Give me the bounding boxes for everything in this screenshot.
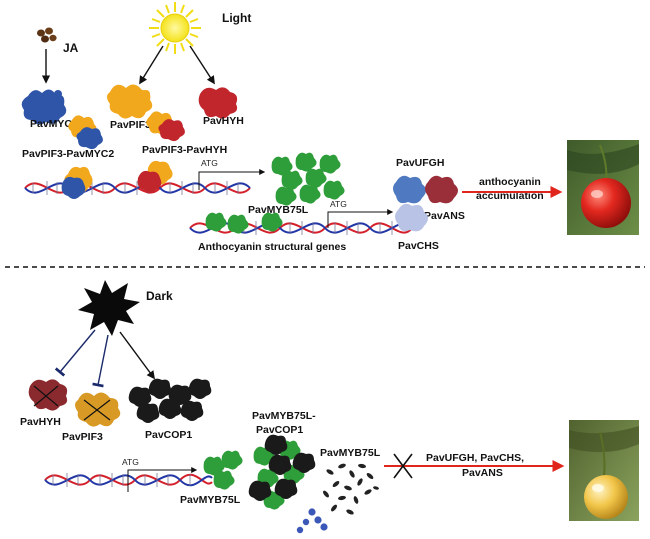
transcription-arrow-2 (327, 209, 394, 228)
myb75l-cop1-complex-icon (248, 434, 316, 510)
chs-protein-icon (395, 203, 428, 232)
myb75l-protein-cluster-bottom (203, 450, 243, 490)
cop1-label: PavCOP1 (145, 429, 192, 441)
myb75l-degraded-label: PavMYB75L (320, 447, 381, 459)
atg-label-bottom: ATG (122, 457, 139, 467)
pif3-hyh-complex-icon (146, 111, 185, 142)
dark-inhibits-pif3 (92, 334, 109, 388)
hyh-protein-icon (198, 87, 238, 119)
blocked-genes-line1: PavUFGH, PavCHS, (426, 452, 524, 464)
complex-label-line1: PavMYB75L- (252, 410, 316, 422)
degraded-myb75l-icon (296, 463, 379, 534)
light-to-hyh-arrow (189, 45, 215, 85)
dark-inhibits-hyh (54, 329, 96, 377)
myc2-label: PavMYC2 (30, 118, 78, 130)
cop1-protein-cluster (128, 378, 212, 423)
hyh-label: PavHYH (203, 115, 244, 127)
light-label: Light (222, 11, 251, 25)
pif3-myc2-complex-icon (68, 115, 103, 150)
dna-helix-top (24, 181, 251, 195)
bound-myc2-pif3-icon (61, 166, 93, 199)
myb75l-label-bottom: PavMYB75L (180, 494, 241, 506)
ufgh-protein-icon (393, 175, 426, 204)
myc2-protein-icon (21, 89, 67, 125)
yellow-cherry-photo (569, 420, 639, 521)
dark-label: Dark (146, 289, 173, 303)
chs-label: PavCHS (398, 240, 439, 252)
atg-label-1: ATG (201, 158, 218, 168)
pif3-label: PavPIF3 (110, 119, 151, 131)
transcription-arrow-1 (198, 169, 266, 190)
dark-icon (78, 280, 140, 336)
dark-activates-cop1 (119, 331, 155, 380)
bound-pif3-hyh-icon (137, 160, 173, 193)
ans-protein-icon (425, 175, 458, 204)
light-to-pif3-arrow (139, 45, 164, 85)
atg-label-2: ATG (330, 199, 347, 209)
hyh-inactive-icon (28, 379, 68, 411)
pif3-hyh-label: PavPIF3-PavHYH (142, 144, 227, 156)
block-cross-icon (393, 453, 413, 479)
pif3-inactive-icon (75, 392, 121, 427)
transcription-arrow-bottom (127, 467, 198, 492)
sun-icon (149, 2, 201, 54)
outcome-line1: anthocyanin (479, 176, 541, 188)
hyh-label-bottom: PavHYH (20, 416, 61, 428)
red-cherry-photo (567, 140, 639, 235)
ufgh-label: PavUFGH (396, 157, 444, 169)
ja-label: JA (63, 41, 79, 55)
dna-helix-bottom (44, 473, 213, 487)
ans-label: PavANS (424, 210, 465, 222)
ja-icon (37, 27, 57, 43)
pif3-myc2-label: PavPIF3-PavMYC2 (22, 148, 114, 160)
pif3-protein-icon (107, 84, 153, 119)
myb75l-label-top: PavMYB75L (248, 204, 309, 216)
blocked-genes-line2: PavANS (462, 467, 503, 479)
structural-genes-label: Anthocyanin structural genes (198, 241, 346, 253)
myb75l-protein-cluster-top (271, 152, 345, 206)
bound-myb75l-icons (205, 212, 283, 234)
complex-label-line2: PavCOP1 (256, 424, 303, 436)
pif3-label-bottom: PavPIF3 (62, 431, 103, 443)
